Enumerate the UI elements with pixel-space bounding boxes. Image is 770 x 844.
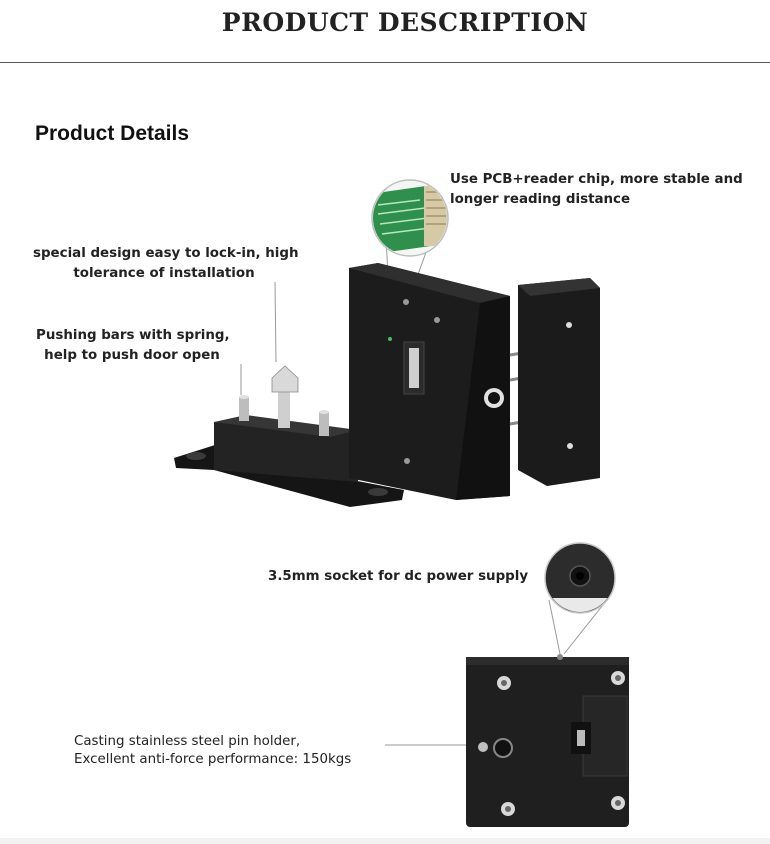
- callout-pin-holder: Casting stainless steel pin holder, Exce…: [74, 733, 351, 769]
- header-divider: [0, 62, 770, 63]
- callout-lock-in: special design easy to lock-in, high tol…: [33, 244, 299, 284]
- lock-side-block: [518, 278, 600, 486]
- footer-strip: [0, 838, 770, 844]
- callout-lockin-line2: tolerance of installation: [73, 266, 255, 281]
- callout-dc-socket: 3.5mm socket for dc power supply: [268, 567, 528, 587]
- callout-pcb-line1: Use PCB+reader chip, more stable and: [450, 172, 743, 187]
- striker-plate: [174, 365, 404, 507]
- lock-body-top: [349, 263, 510, 500]
- callout-socket-line1: 3.5mm socket for dc power supply: [268, 569, 529, 584]
- socket-zoom-icon: [544, 542, 616, 614]
- callout-lockin-line1: special design easy to lock-in, high: [33, 246, 299, 261]
- callout-pushbars-line2: help to push door open: [44, 348, 220, 363]
- callout-pcb-line2: longer reading distance: [450, 192, 631, 207]
- callout-pushbars-line1: Pushing bars with spring,: [36, 328, 230, 343]
- callout-push-bars: Pushing bars with spring, help to push d…: [36, 326, 230, 366]
- pcb-chip-zoom-icon: [371, 179, 449, 257]
- lock-body-bottom: [466, 654, 629, 827]
- callout-holder-line2: Excellent anti-force performance: 150kgs: [74, 752, 352, 767]
- callout-holder-line1: Casting stainless steel pin holder,: [74, 734, 301, 749]
- section-title: Product Details: [35, 122, 190, 145]
- page-header-title: PRODUCT DESCRIPTION: [221, 8, 589, 37]
- callout-pcb-reader: Use PCB+reader chip, more stable and lon…: [450, 170, 743, 210]
